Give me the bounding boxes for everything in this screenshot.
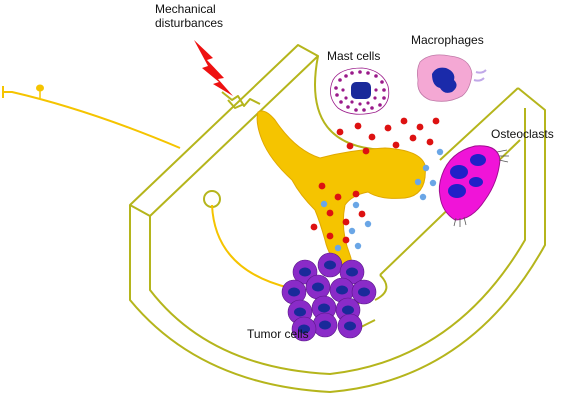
tumor-cell-cluster (281, 252, 377, 342)
tumor-cell-nucleus (336, 285, 348, 295)
label-macrophages: Macrophages (411, 33, 484, 47)
tumor-cell-nucleus (312, 282, 324, 292)
macrophage (416, 54, 487, 102)
peripheral-nerve-fiber (2, 84, 181, 149)
red-mediator-dots (310, 117, 440, 244)
osteoclast (438, 145, 509, 227)
label-mechanical-line2: disturbances (155, 16, 223, 30)
tumor-cell-nucleus (288, 287, 300, 297)
bone-structure (129, 44, 546, 393)
lightning-bolt-icon (194, 40, 233, 96)
tumor-cell-nucleus (344, 321, 356, 331)
tumor-cell-nucleus (318, 303, 330, 313)
tumor-cell-nucleus (319, 320, 331, 330)
tumor-cell-nucleus (324, 260, 336, 270)
tumor-cell-nucleus (342, 305, 354, 315)
label-mechanical-line1: Mechanical (155, 2, 216, 16)
tumor-cell-nucleus (346, 267, 358, 277)
label-mast-cells: Mast cells (327, 49, 380, 63)
mast-cell (330, 67, 390, 115)
tumor-cell-nucleus (298, 324, 310, 334)
tumor-cell-nucleus (299, 267, 311, 277)
intraosseous-nerve-fiber (203, 190, 291, 289)
label-tumor-cells: Tumor cells (247, 327, 309, 341)
tumor-cell-nucleus (294, 307, 306, 317)
tumor-cell-nucleus (358, 287, 370, 297)
sensory-nerve-branch (256, 110, 426, 267)
label-osteoclasts: Osteoclasts (491, 127, 554, 141)
